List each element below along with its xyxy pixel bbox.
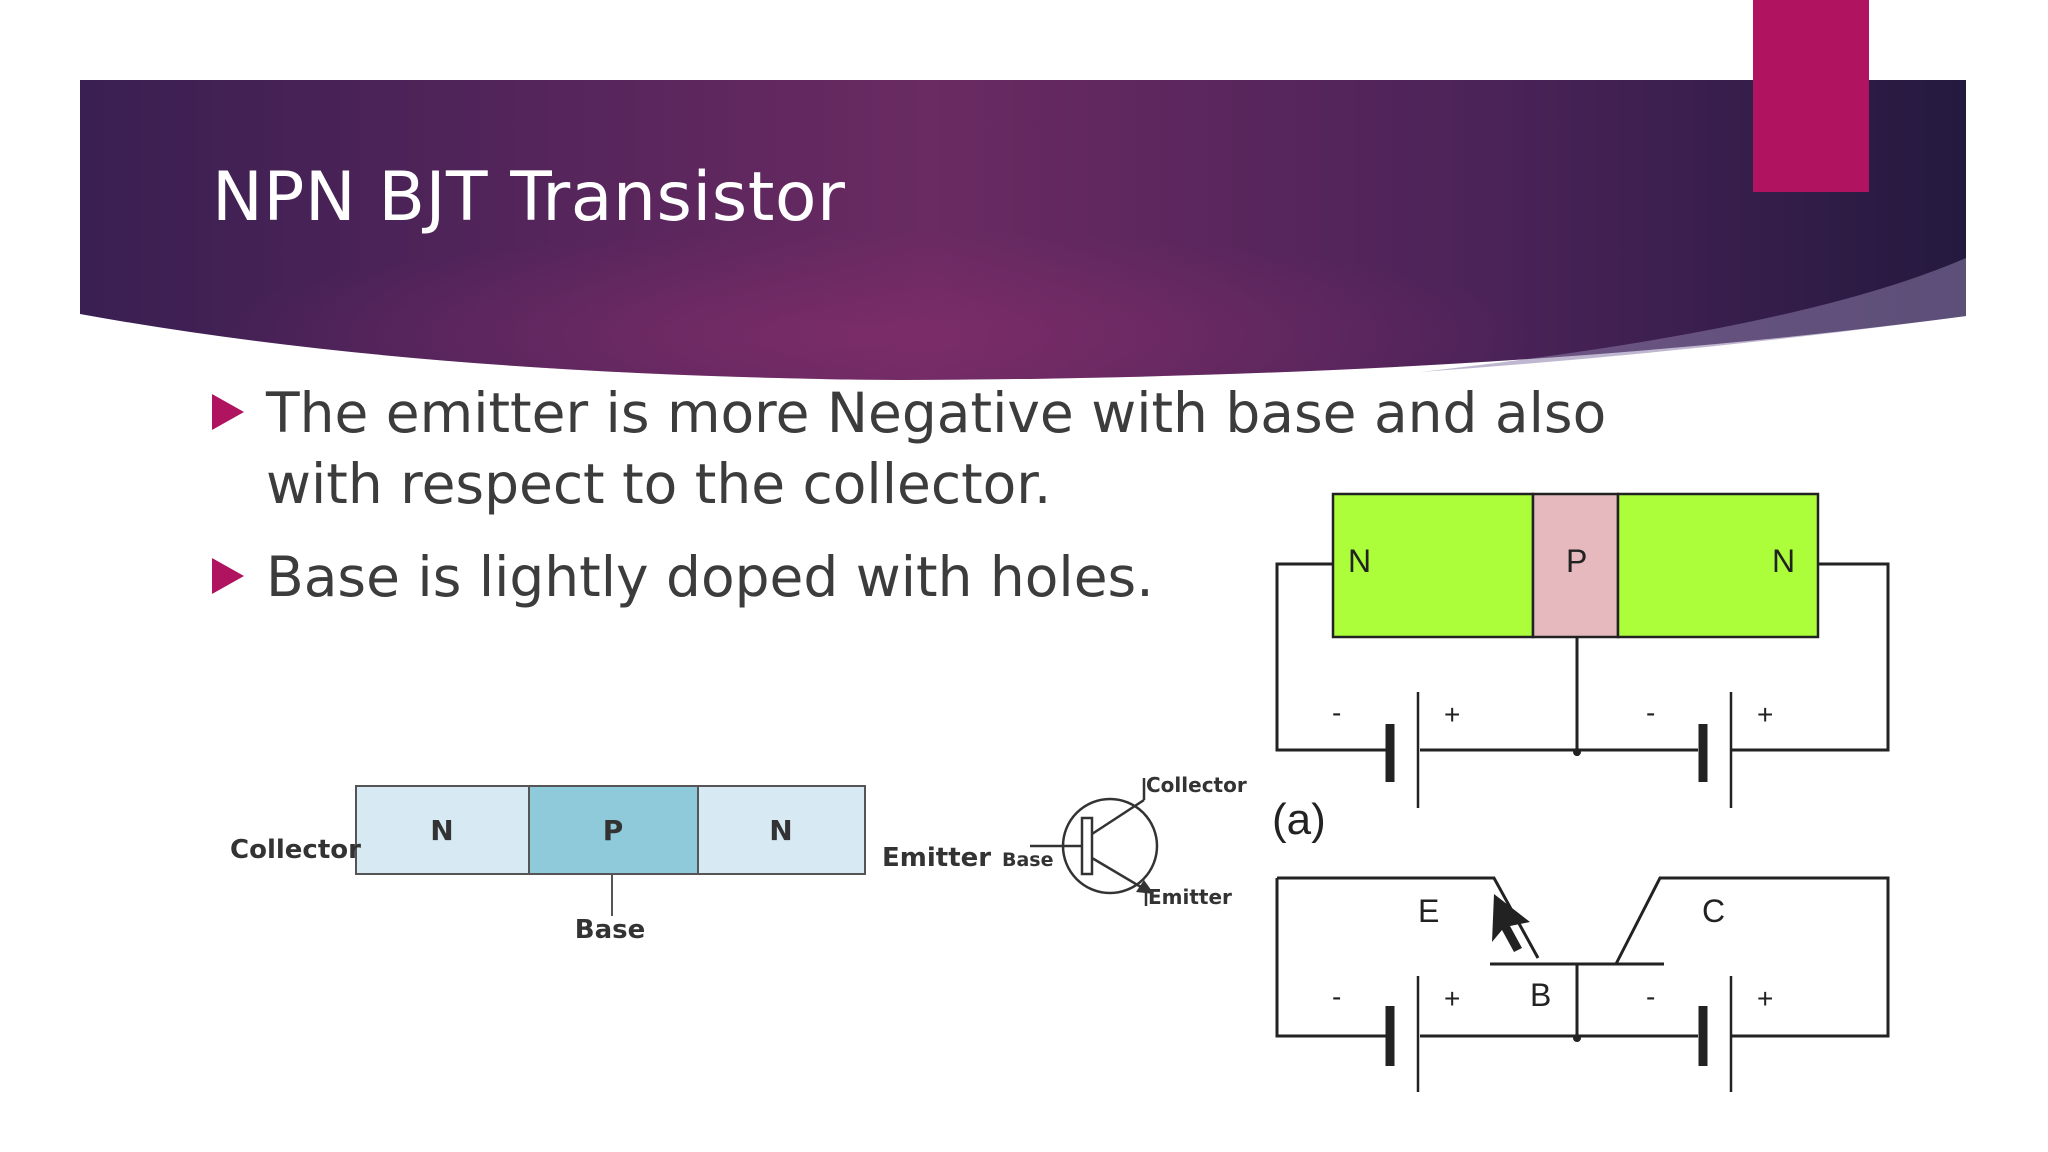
npn-bias-block-circuit: N P N - + - + — [1275, 492, 1890, 808]
battery-4-plus: + — [1757, 983, 1773, 1014]
npn-block-diagram: N P N Collector Emitter Base — [230, 785, 991, 945]
symbol-base-label: Base — [1002, 849, 1054, 871]
block-left-label: N — [1348, 543, 1371, 579]
battery-icon — [1385, 976, 1420, 1092]
region-n-collector — [355, 785, 530, 875]
bullet-item-2: Base is lightly doped with holes. — [212, 542, 1154, 613]
battery-icon — [1385, 692, 1420, 808]
battery-icon — [1698, 692, 1733, 808]
emitter-arrow-icon — [1492, 894, 1530, 952]
bullet-1-line-1: The emitter is more Negative with base a… — [266, 381, 1607, 445]
bullet-triangle-icon — [212, 558, 244, 594]
bullet-item-1: The emitter is more Negative with base a… — [212, 378, 1606, 520]
npn-transistor-symbol-icon: Base Collector Emitter — [1002, 773, 1247, 909]
header-banner — [80, 0, 1966, 380]
block-p-middle — [1531, 492, 1620, 639]
emitter-label: Emitter — [882, 843, 991, 873]
bullet-2-line-1: Base is lightly doped with holes. — [266, 545, 1154, 609]
battery-2-plus: + — [1757, 699, 1773, 730]
bullet-triangle-icon — [212, 394, 244, 430]
symbol-collector-label: Collector — [1146, 773, 1247, 797]
battery-3-minus: - — [1332, 981, 1341, 1012]
symbol-emitter-label: Emitter — [1148, 885, 1232, 909]
battery-icon — [1698, 976, 1733, 1092]
battery-1-minus: - — [1332, 697, 1341, 728]
symbol-c-label: C — [1702, 893, 1725, 929]
accent-tab — [1753, 0, 1869, 192]
region-n-label: N — [769, 814, 792, 847]
battery-1-plus: + — [1444, 699, 1460, 730]
npn-symbol-circuit: E B C - + - + — [1275, 876, 1890, 1092]
battery-2-minus: - — [1646, 697, 1655, 728]
region-n-label: N — [430, 814, 453, 847]
region-n-emitter — [697, 785, 866, 875]
battery-4-minus: - — [1646, 981, 1655, 1012]
symbol-b-label: B — [1530, 977, 1551, 1013]
region-p-label: P — [603, 814, 624, 847]
block-right-label: N — [1772, 543, 1795, 579]
base-label: Base — [575, 915, 645, 945]
collector-label: Collector — [230, 835, 361, 865]
slide-title: NPN BJT Transistor — [212, 158, 846, 237]
bullet-1-line-2: with respect to the collector. — [266, 452, 1052, 516]
symbol-e-label: E — [1418, 893, 1439, 929]
battery-3-plus: + — [1444, 983, 1460, 1014]
block-middle-label: P — [1566, 543, 1587, 579]
diagram-caption: (a) — [1272, 795, 1326, 844]
header-accent-swoosh — [1420, 258, 1966, 372]
